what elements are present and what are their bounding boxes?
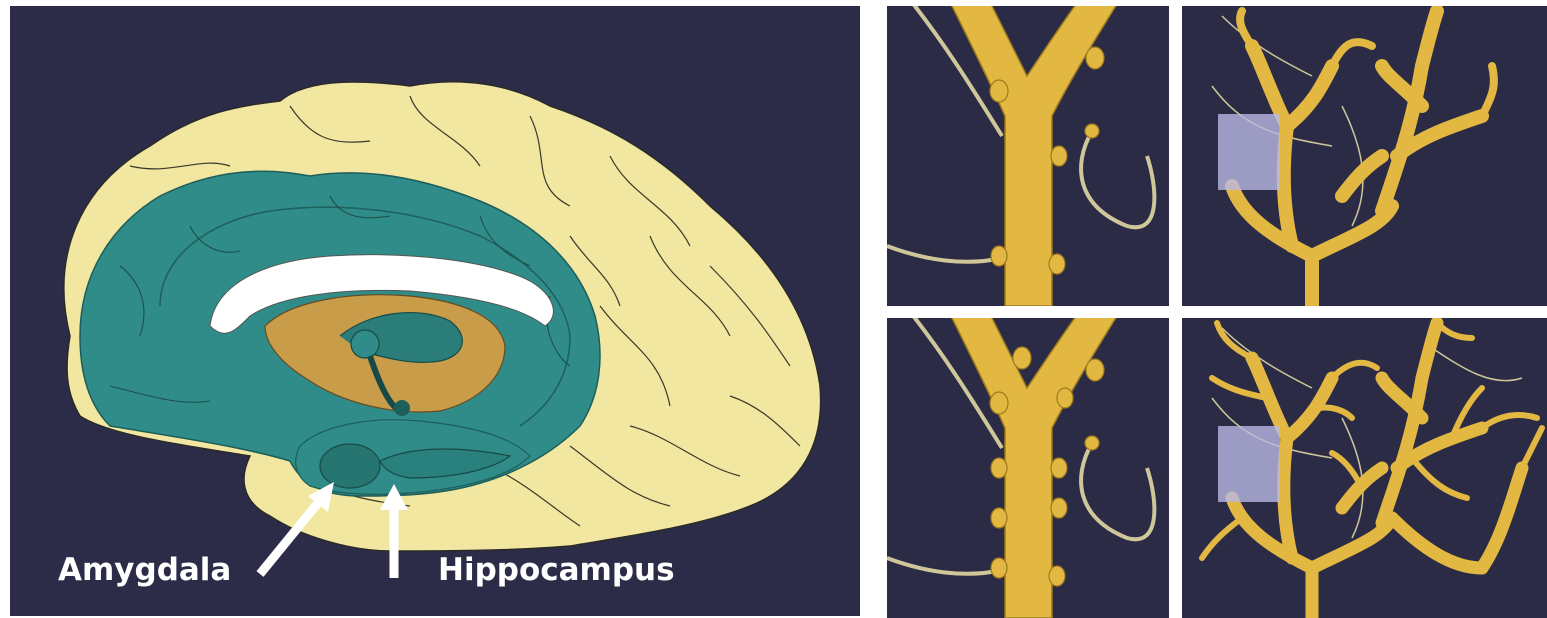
dendrite-closeup-bottom (887, 318, 1169, 618)
mammillary-body (351, 330, 379, 358)
brain-illustration (10, 6, 860, 616)
hippocampus-label: Hippocampus (438, 552, 675, 588)
amygdala-label: Amygdala (58, 552, 231, 588)
dendritic-tree-dense-illustration (1182, 318, 1547, 618)
amygdala-structure (320, 444, 380, 488)
dendrite-closeup-top (887, 6, 1169, 306)
highlight-box (1218, 426, 1280, 502)
dendrite-spines-more-illustration (887, 318, 1169, 618)
dendritic-tree-bottom (1182, 318, 1547, 618)
dendritic-tree-sparse-illustration (1182, 6, 1547, 306)
highlight-box (1218, 114, 1280, 190)
brain-diagram-panel: Amygdala Hippocampus (10, 6, 860, 616)
dendritic-tree-top (1182, 6, 1547, 306)
dendrite-spines-fewer-illustration (887, 6, 1169, 306)
